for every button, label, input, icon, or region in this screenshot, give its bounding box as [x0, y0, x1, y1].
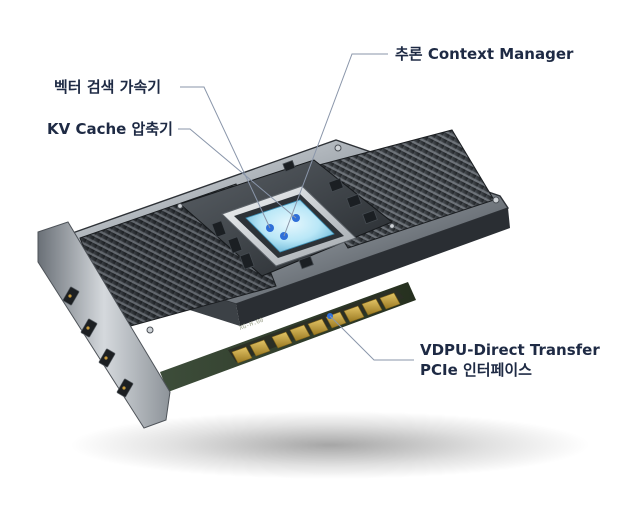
leader-pcie [329, 315, 414, 361]
card-frame-front [236, 208, 510, 326]
pcie-label-line2: PCIe 인터페이스 [420, 361, 532, 379]
leader-vector-search [180, 86, 271, 229]
kv-cache-label: KV Cache 압축기 [47, 120, 173, 138]
pcie-label-line1: VDPU-Direct Transfer [420, 341, 600, 359]
pcie-interface-label: VDPU-Direct Transfer PCIe 인터페이스 [420, 340, 600, 380]
leader-context-manager [283, 53, 388, 237]
leader-kv-cache [178, 128, 297, 219]
card-shadow [70, 411, 590, 479]
context-manager-label: 추론 Context Manager [395, 45, 574, 63]
vector-search-label: 벡터 검색 가속기 [54, 78, 162, 96]
leader-lines [178, 53, 414, 361]
io-bracket [37, 221, 171, 429]
memory-chips [211, 160, 378, 270]
